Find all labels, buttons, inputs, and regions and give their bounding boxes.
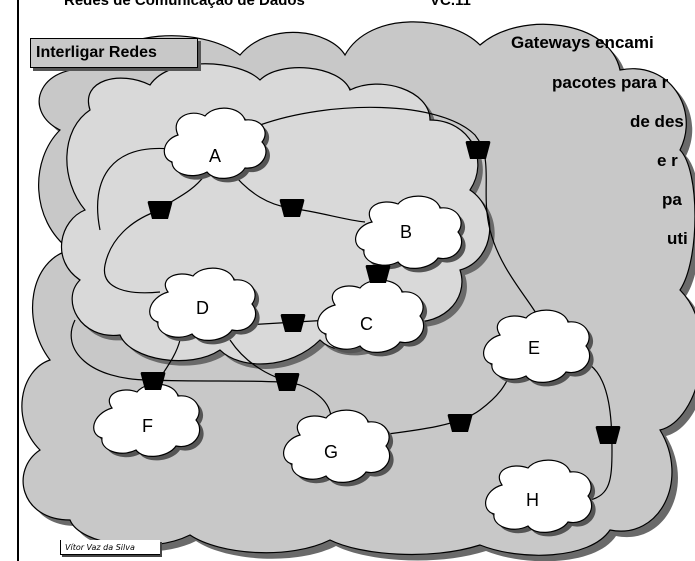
gateway-icon: [280, 314, 306, 332]
network-cloud-g: [283, 409, 394, 487]
network-cloud-e: [483, 309, 594, 387]
link-a-d: [103, 174, 206, 294]
link-a-loop: [96, 147, 181, 231]
gateway-icon: [465, 141, 491, 159]
description-line-4: e r: [657, 151, 678, 170]
gateway-icon: [279, 199, 305, 217]
network-label-d: D: [196, 298, 209, 318]
network-cloud-c: [317, 279, 428, 357]
network-label-a: A: [209, 146, 221, 166]
network-label-c: C: [360, 314, 373, 334]
slide-number: VC.11: [430, 0, 471, 9]
left-border-line: [17, 0, 19, 561]
author-credit: Vítor Vaz da Silva: [60, 540, 160, 555]
gateway-icon: [365, 265, 391, 283]
network-cloud-f: [93, 383, 204, 461]
gateway-icon: [147, 201, 173, 219]
description-line-2: pacotes para r: [552, 73, 669, 92]
gateway-icon: [447, 414, 473, 432]
description-line-1: Gateways encami: [511, 33, 654, 52]
gateway-icon: [595, 426, 621, 444]
description-line-6: uti: [667, 229, 688, 248]
network-label-f: F: [142, 416, 153, 436]
description-line-3: de des: [630, 112, 684, 131]
network-label-b: B: [400, 222, 412, 242]
network-cloud-b: [355, 195, 466, 273]
gateway-icon: [140, 372, 166, 390]
network-cloud-d: [149, 267, 260, 345]
link-d-g: [229, 339, 332, 431]
description-line-5: pa: [662, 190, 682, 209]
network-cloud-a: [163, 107, 270, 183]
network-cloud-h: [485, 459, 596, 537]
network-label-h: H: [526, 490, 539, 510]
gateway-icon: [274, 373, 300, 391]
course-title: Redes de Comunicação de Dados: [64, 0, 305, 9]
link-e-h: [589, 364, 613, 501]
network-label-e: E: [528, 338, 540, 358]
slide-title: Interligar Redes: [36, 44, 157, 61]
slide-title-box: Interligar Redes: [30, 38, 198, 68]
link-g-e: [379, 374, 511, 436]
network-label-g: G: [324, 442, 338, 462]
